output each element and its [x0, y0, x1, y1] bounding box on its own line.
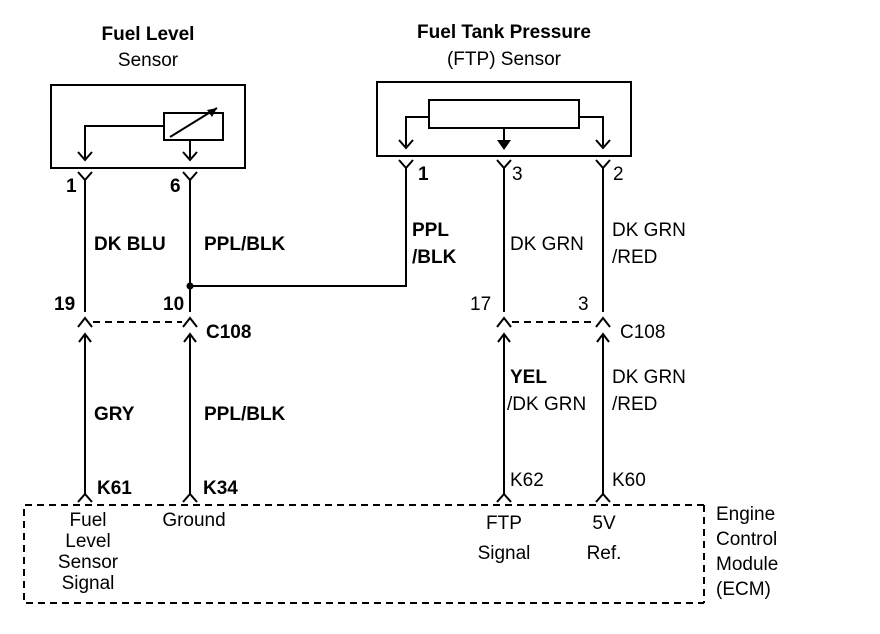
ecm-pin-label: K61 [97, 478, 132, 499]
lower-wires: GRY PPL/BLK YEL /DK GRN DK GRN /RED [78, 332, 686, 494]
wire-color-label: /RED [612, 394, 657, 415]
ecm-pin-label: K34 [203, 478, 238, 499]
wiper-arrow-icon [497, 140, 511, 150]
pin-label: 3 [578, 294, 589, 315]
wire-ppl-blk-splice [190, 168, 407, 287]
wire-color-label: /RED [612, 247, 657, 268]
ftp-sensor-title: Fuel Tank Pressure [417, 22, 591, 43]
fuel-level-sensor-title: Fuel Level [102, 24, 195, 45]
terminal-fork-icon [496, 159, 512, 170]
ftp-sensor-subtitle: (FTP) Sensor [447, 49, 562, 70]
ecm-title: Engine [716, 504, 775, 525]
sensor-internal-wire [405, 116, 429, 146]
wire-color-label: YEL [510, 367, 547, 388]
ftp-sensor: Fuel Tank Pressure (FTP) Sensor [376, 22, 632, 157]
ecm-signal-label: Ref. [587, 543, 622, 564]
wire-color-label: DK BLU [94, 234, 166, 255]
ecm-signal-label: Fuel [70, 510, 107, 531]
ecm-title: Control [716, 529, 777, 550]
arrowhead-icon [183, 332, 197, 343]
ecm-signal-label: Sensor [58, 552, 119, 573]
wire-color-label: GRY [94, 404, 135, 425]
wire-color-label: /DK GRN [507, 394, 586, 415]
terminal-fork-icon [595, 316, 611, 328]
fuel-level-sensor-box [50, 84, 246, 169]
sensor-terminals: 1 6 1 3 2 [66, 159, 624, 197]
pin-label: 6 [170, 176, 181, 197]
ecm-pin-label: K60 [612, 470, 646, 491]
pin-label: 10 [163, 294, 184, 315]
pin-label: 17 [470, 294, 491, 315]
wire-color-label: DK GRN [612, 220, 686, 241]
wire-color-label: PPL [412, 220, 449, 241]
wire-color-label: PPL/BLK [204, 404, 286, 425]
terminal-fork-icon [595, 492, 611, 503]
fuel-level-sensor: Fuel Level Sensor [50, 24, 246, 169]
terminal-fork-icon [182, 492, 198, 503]
pin-label: 1 [66, 176, 77, 197]
arrowhead-icon [78, 332, 92, 343]
pressure-element-icon [428, 99, 580, 129]
connector-label: C108 [206, 322, 251, 343]
terminal-fork-icon [496, 316, 512, 328]
ecm-pins: K61 K34 K62 K60 [77, 470, 646, 503]
ecm-module: Fuel Level Sensor Signal Ground FTP Sign… [23, 504, 778, 604]
wire-color-label: DK GRN [612, 367, 686, 388]
pin-label: 19 [54, 294, 75, 315]
fuel-level-sensor-subtitle: Sensor [118, 50, 179, 71]
ecm-pin-label: K62 [510, 470, 544, 491]
terminal-fork-icon [182, 171, 198, 182]
wire-color-label: /BLK [412, 247, 457, 268]
connector-c108: 19 10 17 3 C108 C108 [54, 294, 665, 343]
wire-color-label: DK GRN [510, 234, 584, 255]
ecm-signal-label: Signal [62, 573, 115, 594]
splice-dot [186, 282, 194, 290]
ftp-sensor-box [376, 81, 632, 157]
ecm-signal-label: Level [65, 531, 110, 552]
ecm-signal-label: Signal [478, 543, 531, 564]
pin-label: 3 [512, 164, 523, 185]
arrowhead-icon [207, 108, 217, 117]
terminal-fork-icon [595, 159, 611, 170]
terminal-arrow-icon [595, 139, 611, 150]
terminal-fork-icon [398, 159, 414, 170]
ecm-dashed-outline [23, 504, 704, 604]
pin-label: 2 [613, 164, 624, 185]
ecm-signal-label: FTP [486, 513, 522, 534]
terminal-arrow-icon [182, 151, 198, 162]
terminal-fork-icon [77, 316, 93, 328]
ecm-signal-label: 5V [592, 513, 616, 534]
terminal-fork-icon [496, 492, 512, 503]
pin-label: 1 [418, 164, 429, 185]
terminal-fork-icon [182, 316, 198, 328]
terminal-fork-icon [77, 171, 93, 182]
ecm-title: (ECM) [716, 579, 771, 600]
sensor-internal-wire [84, 125, 164, 158]
connector-label: C108 [620, 322, 665, 343]
terminal-arrow-icon [77, 151, 93, 162]
ecm-signal-label: Ground [162, 510, 225, 531]
arrowhead-icon [596, 332, 610, 343]
arrowhead-icon [497, 332, 511, 343]
sensor-internal-wire [579, 116, 604, 146]
wire-color-label: PPL/BLK [204, 234, 286, 255]
terminal-fork-icon [77, 492, 93, 503]
upper-wires: DK BLU PPL/BLK PPL /BLK DK GRN DK GRN /R… [84, 168, 686, 312]
ecm-title: Module [716, 554, 778, 575]
terminal-arrow-icon [398, 139, 414, 150]
